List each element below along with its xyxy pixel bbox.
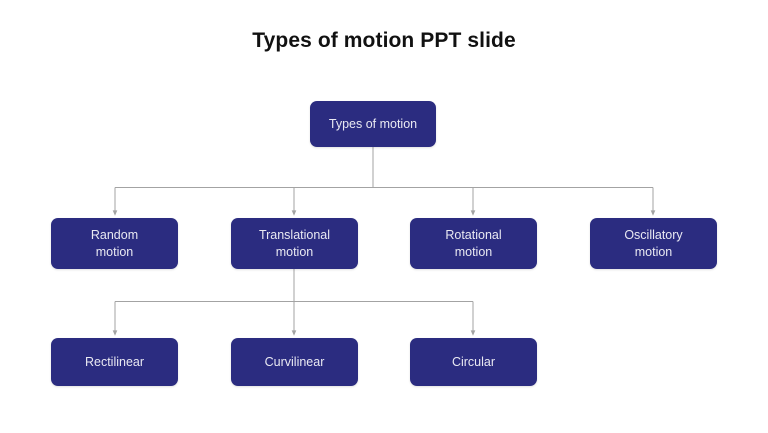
node-label: Rotational motion bbox=[445, 227, 502, 259]
node-label: Translational motion bbox=[258, 227, 331, 259]
node-circular[interactable]: Circular bbox=[410, 338, 537, 386]
node-random-motion[interactable]: Random motion bbox=[51, 218, 178, 269]
node-label: Random motion bbox=[90, 227, 139, 259]
node-rectilinear[interactable]: Rectilinear bbox=[51, 338, 178, 386]
node-label: Curvilinear bbox=[264, 354, 325, 369]
node-translational-motion[interactable]: Translational motion bbox=[231, 218, 358, 269]
node-label: Oscillatory motion bbox=[624, 227, 683, 259]
node-label: Circular bbox=[451, 354, 496, 369]
node-label: Rectilinear bbox=[84, 354, 145, 369]
node-rotational-motion[interactable]: Rotational motion bbox=[410, 218, 537, 269]
node-curvilinear[interactable]: Curvilinear bbox=[231, 338, 358, 386]
node-oscillatory-motion[interactable]: Oscillatory motion bbox=[590, 218, 717, 269]
page-title: Types of motion PPT slide bbox=[252, 29, 516, 52]
node-types-of-motion[interactable]: Types of motion bbox=[310, 101, 436, 147]
node-label: Types of motion bbox=[328, 116, 418, 131]
